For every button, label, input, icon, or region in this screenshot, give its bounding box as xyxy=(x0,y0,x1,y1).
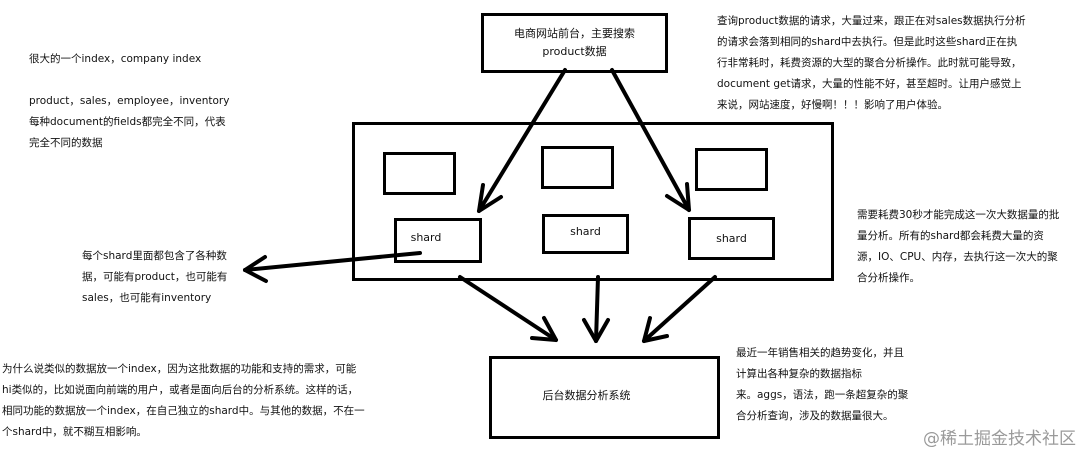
arrow-shard-to-note xyxy=(243,251,422,283)
shard-label-3: shard xyxy=(716,231,747,245)
note-bottom-left: 为什么说类似的数据放一个index，因为这批数据的功能和支持的需求，可能 hi类… xyxy=(2,363,365,438)
note-bottom-right: 最近一年销售相关的趋势变化，并且 计算出各种复杂的数据指标 来。aggs，语法，… xyxy=(736,347,909,422)
note-top-right: 查询product数据的请求，大量过来，跟正在对sales数据执行分析 的请求会… xyxy=(717,15,1026,111)
shard-label-2: shard xyxy=(570,225,601,238)
shard-label-1: shard xyxy=(410,230,442,244)
arrow-cluster-to-analytics-center xyxy=(582,275,610,343)
frontend-node: 电商网站前台，主要搜索 product数据 xyxy=(481,13,668,73)
shard-node-1: shard xyxy=(394,218,482,263)
arrow-cluster-to-analytics-right xyxy=(642,275,717,343)
arrow-cluster-to-analytics-left xyxy=(458,275,558,342)
empty-node-1 xyxy=(383,152,456,195)
arrow-frontend-to-shard-1 xyxy=(477,68,567,213)
shard-node-3: shard xyxy=(688,217,775,260)
frontend-label: 电商网站前台，主要搜索 product数据 xyxy=(514,27,635,58)
shard-node-2: shard xyxy=(542,214,629,254)
empty-node-3 xyxy=(695,148,768,191)
analytics-node: 后台数据分析系统 xyxy=(489,356,720,439)
analytics-label: 后台数据分析系统 xyxy=(542,388,631,402)
note-middle-right: 需要耗费30秒才能完成这一次大数据量的批 量分析。所有的shard都会耗费大量的… xyxy=(857,209,1060,284)
note-top-left: 很大的一个index，company index product，sales，e… xyxy=(29,53,230,149)
note-middle-left: 每个shard里面都包含了各种数 据，可能有product，也可能有 sales… xyxy=(82,250,228,304)
watermark: @稀土掘金技术社区 xyxy=(923,429,1076,449)
es-cluster xyxy=(352,122,834,281)
empty-node-2 xyxy=(541,146,614,189)
arrow-frontend-to-shard-3 xyxy=(610,68,691,212)
